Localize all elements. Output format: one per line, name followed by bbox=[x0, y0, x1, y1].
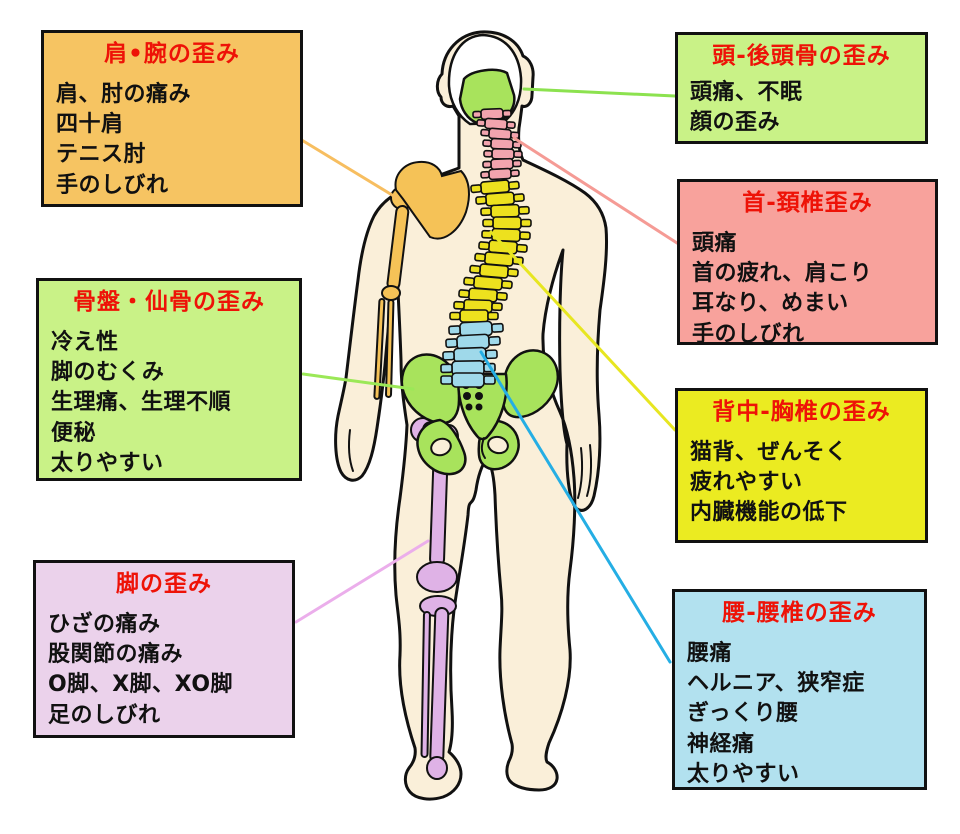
shoulder-arm-bones bbox=[373, 160, 470, 400]
scapula bbox=[394, 160, 470, 240]
obturator-foramen-left bbox=[430, 437, 452, 457]
connector-line-head-occipital bbox=[522, 87, 677, 98]
neck-cervical-box-title: 首-頚椎歪み bbox=[742, 190, 873, 216]
sacral-foramen bbox=[465, 403, 473, 411]
right-hand-finger-line bbox=[577, 447, 583, 499]
elbow-joint bbox=[381, 285, 401, 301]
neck-cervical-box: 首-頚椎歪み 頭痛 首の疲れ、肩こり 耳なり、めまい 手のしびれ bbox=[677, 179, 938, 347]
pelvis-sacrum-box: 骨盤・仙骨の歪み 冷え性 脚のむくみ 生理痛、生理不順 便秘 太りやすい bbox=[36, 278, 302, 481]
shoulder-arm-box: 肩•腕の歪み 肩、肘の痛み 四十肩 テニス肘 手のしびれ bbox=[41, 30, 303, 207]
connector-line-pelvis-sacrum bbox=[301, 372, 415, 391]
waist-lumbar-box-symptoms: 腰痛 ヘルニア、狭窄症 ぎっくり腰 神経痛 太りやすい bbox=[687, 640, 865, 788]
back-thoracic-box-title: 背中-胸椎の歪み bbox=[712, 399, 891, 425]
shoulder-arm-box-symptoms: 肩、肘の痛み 四十肩 テニス肘 手のしびれ bbox=[56, 81, 192, 198]
right-hand-finger-line-2 bbox=[586, 444, 592, 497]
fibula bbox=[420, 610, 431, 758]
head-occipital-box: 頭-後頭骨の歪み 頭痛、不眠 顔の歪み bbox=[675, 32, 928, 144]
radius bbox=[385, 298, 395, 398]
connector-line-waist-lumbar bbox=[479, 350, 672, 664]
head-occipital-box-symptoms: 頭痛、不眠 顔の歪み bbox=[690, 79, 803, 136]
pelvis-sacrum-bones bbox=[400, 349, 559, 476]
ulna bbox=[373, 297, 386, 400]
waist-lumbar-box-title: 腰-腰椎の歪み bbox=[722, 600, 877, 626]
connector-line-leg bbox=[294, 539, 430, 624]
obturator-foramen-right bbox=[487, 435, 509, 455]
leg-box-symptoms: ひざの痛み 股関節の痛み O脚、X脚、XO脚 足のしびれ bbox=[48, 611, 234, 728]
leg-box: 脚の歪み ひざの痛み 股関節の痛み O脚、X脚、XO脚 足のしびれ bbox=[33, 560, 295, 738]
shoulder-arm-box-title: 肩•腕の歪み bbox=[104, 41, 240, 67]
leg-bones bbox=[410, 417, 459, 780]
neck-cervical-box-symptoms: 頭痛 首の疲れ、肩こり 耳なり、めまい 手のしびれ bbox=[692, 230, 873, 347]
femur-condyle bbox=[416, 561, 458, 593]
connector-line-back-thoracic bbox=[489, 230, 677, 432]
waist-lumbar-box: 腰-腰椎の歪み 腰痛 ヘルニア、狭窄症 ぎっくり腰 神経痛 太りやすい bbox=[672, 589, 927, 790]
connector-line-shoulder-arm bbox=[298, 137, 399, 200]
head-occipital-box-title: 頭-後頭骨の歪み bbox=[712, 43, 891, 69]
leg-box-title: 脚の歪み bbox=[116, 571, 212, 597]
connector-line-neck-cervical bbox=[512, 136, 679, 245]
left-hand-finger-line bbox=[348, 429, 354, 472]
pelvis-sacrum-box-title: 骨盤・仙骨の歪み bbox=[73, 289, 265, 315]
iliac-wing-right bbox=[501, 349, 559, 419]
back-thoracic-box: 背中-胸椎の歪み 猫背、ぜんそく 疲れやすい 内臓機能の低下 bbox=[675, 388, 928, 543]
tibia-distal bbox=[426, 756, 448, 780]
pelvis-sacrum-box-symptoms: 冷え性 脚のむくみ 生理痛、生理不順 便秘 太りやすい bbox=[51, 329, 232, 477]
sacral-foramen bbox=[463, 392, 471, 400]
back-thoracic-box-symptoms: 猫背、ぜんそく 疲れやすい 内臓機能の低下 bbox=[690, 439, 848, 526]
sacral-foramen bbox=[475, 403, 483, 411]
gluteal-cleft-line bbox=[480, 437, 486, 459]
sacral-foramen bbox=[475, 392, 483, 400]
lumbar-spine-highlight bbox=[440, 319, 505, 388]
